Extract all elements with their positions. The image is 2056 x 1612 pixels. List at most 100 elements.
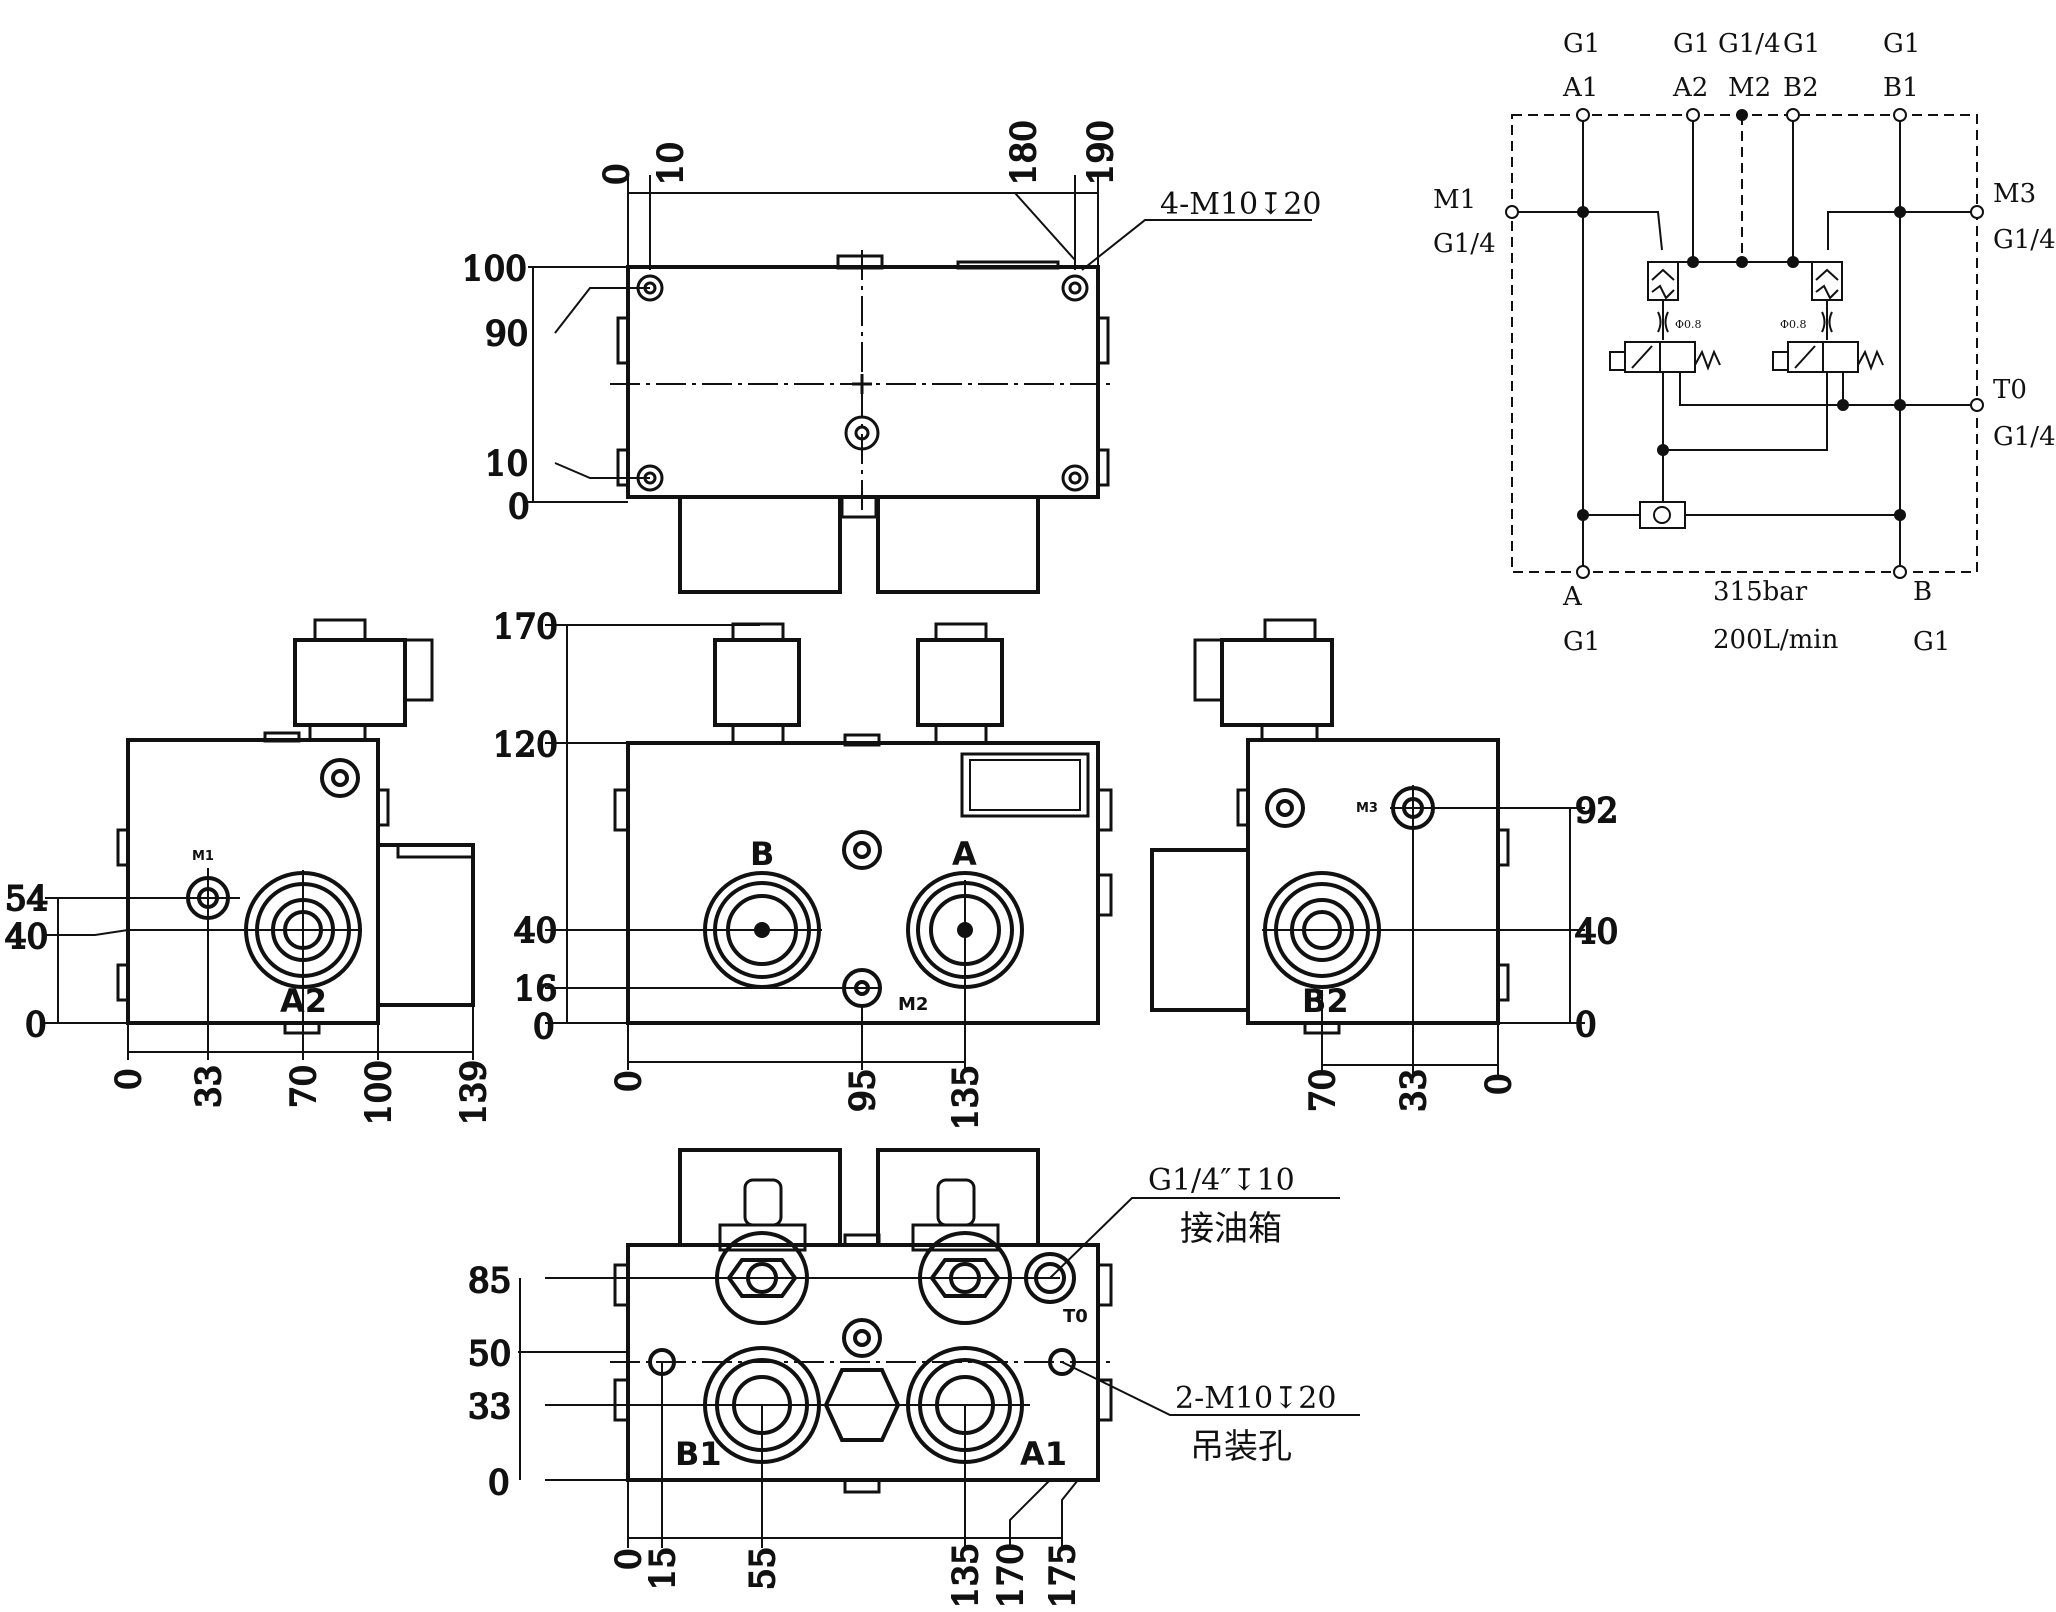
left-top-coil: [293, 638, 407, 727]
port-thread-label: G1/4: [1993, 422, 2056, 452]
solenoid-actuator: [1772, 351, 1789, 371]
top-view-side-tab: [616, 316, 630, 365]
port-marker: [1576, 108, 1590, 122]
node: [1736, 256, 1748, 268]
valve-arrow: [1794, 345, 1816, 369]
dim-label: 40: [1575, 912, 1618, 952]
line-to-relief-right: [1827, 211, 1900, 250]
mount-hole: [1061, 464, 1089, 492]
right-plug: [1265, 788, 1305, 828]
port-label: M2: [1728, 73, 1771, 103]
connector-head: [936, 1178, 976, 1227]
bottom-top-tab: [843, 1233, 881, 1247]
schematic-boundary: [1511, 114, 1978, 573]
bottom-plug-inner: [853, 1329, 871, 1347]
front-top-tab: [843, 733, 881, 747]
bottom-side-tab: [613, 1263, 630, 1307]
dim-leader: [554, 462, 650, 479]
dim-label: 100: [359, 1060, 399, 1125]
top-view-connector: [840, 495, 878, 519]
port-label: B1: [1883, 73, 1919, 103]
front-view: 170 120 40 16 0 0 95 135 B A M2: [492, 606, 1113, 1131]
top-view-side-tab: [1096, 448, 1110, 487]
node: [1687, 256, 1699, 268]
top-port: [844, 415, 880, 451]
relief-valve-spring: [1815, 284, 1839, 300]
dim-label: 16: [514, 969, 557, 1009]
dim-label: 90: [485, 314, 528, 354]
dim-label: 70: [1303, 1069, 1343, 1112]
port-thread-label: G1/4: [1993, 225, 2056, 255]
bottom-solenoid: [876, 1148, 1040, 1247]
port-label: A: [1562, 582, 1583, 612]
node: [1787, 256, 1799, 268]
right-side-tab: [1496, 828, 1510, 867]
front-side-tab: [1096, 873, 1113, 917]
mount-hole: [1061, 274, 1089, 302]
dim-label: 0: [609, 1070, 649, 1092]
left-plug-inner: [331, 769, 349, 787]
dim-label: 33: [189, 1065, 229, 1108]
port-marker: [1970, 205, 1984, 219]
dim-label: 0: [609, 1548, 649, 1570]
port-marker: [1893, 108, 1907, 122]
dim-label: 170: [493, 607, 558, 647]
dim-label: 180: [1004, 120, 1044, 185]
port-m3-label: M3: [1356, 801, 1378, 816]
lift-leader: [1061, 1361, 1360, 1416]
dim-ext: [1061, 1479, 1079, 1548]
left-side-tab: [376, 788, 390, 827]
left-solenoid: [376, 843, 475, 1007]
relief-valve-arrow: [1651, 268, 1675, 281]
port-m1-label: M1: [192, 849, 214, 864]
dim-label: 54: [5, 879, 48, 919]
dim-label: 10: [651, 142, 691, 185]
dim-label: 135: [946, 1543, 986, 1608]
dim-label: 0: [508, 487, 530, 527]
front-solenoid-cap: [731, 622, 785, 642]
left-side-tab: [116, 963, 130, 1002]
junction-nodes: [1577, 109, 1906, 521]
dim-label: 33: [468, 1387, 511, 1427]
orifice-left: [1657, 311, 1669, 333]
dim-label: 40: [5, 917, 48, 957]
port-thread-label: G1/4: [1433, 229, 1496, 259]
pressure-rating: 315bar: [1713, 577, 1808, 607]
right-top-coil-nut: [1260, 723, 1319, 742]
dim-label: 0: [597, 163, 637, 185]
bottom-bottom-tab: [843, 1478, 881, 1494]
dim-label: 50: [468, 1334, 511, 1374]
relief-valve-left: [1647, 261, 1679, 301]
front-solenoid: [713, 638, 801, 727]
top-view-solenoid: [678, 495, 842, 594]
front-side-tab: [1096, 788, 1113, 832]
bottom-side-tab: [613, 1378, 630, 1422]
dim-label: 0: [488, 1463, 510, 1503]
top-view-side-tab: [616, 448, 630, 487]
top-view-tab: [956, 260, 1060, 270]
dim-label: 85: [468, 1261, 511, 1301]
dim-label: 15: [643, 1547, 683, 1590]
drain-return: [1663, 372, 1828, 451]
front-solenoid-nut: [731, 723, 785, 745]
dim-leader: [554, 287, 650, 334]
node: [1657, 444, 1669, 456]
port-thread-label: G1: [1883, 29, 1920, 59]
left-side-tab: [116, 828, 130, 867]
dim-label: 135: [946, 1065, 986, 1130]
dim-label: 0: [109, 1068, 149, 1090]
valve-spring: [1857, 349, 1884, 371]
left-top-coil-nut: [308, 723, 367, 742]
right-view: 92 40 0 70 33 0 B2 M3: [1150, 618, 1619, 1113]
right-coil-plug: [1193, 638, 1222, 702]
node: [1894, 509, 1906, 521]
orifice-label: Φ0.8: [1780, 318, 1807, 331]
dim-label: 100: [462, 249, 527, 289]
top-view-tab: [836, 254, 884, 270]
connector-base: [718, 1223, 807, 1252]
hydraulic-schematic: Φ0.8 Φ0.8: [1433, 29, 2056, 657]
bottom-plug: [842, 1318, 882, 1358]
relief-valve-right: [1811, 261, 1843, 301]
port-marker: [1970, 398, 1984, 412]
